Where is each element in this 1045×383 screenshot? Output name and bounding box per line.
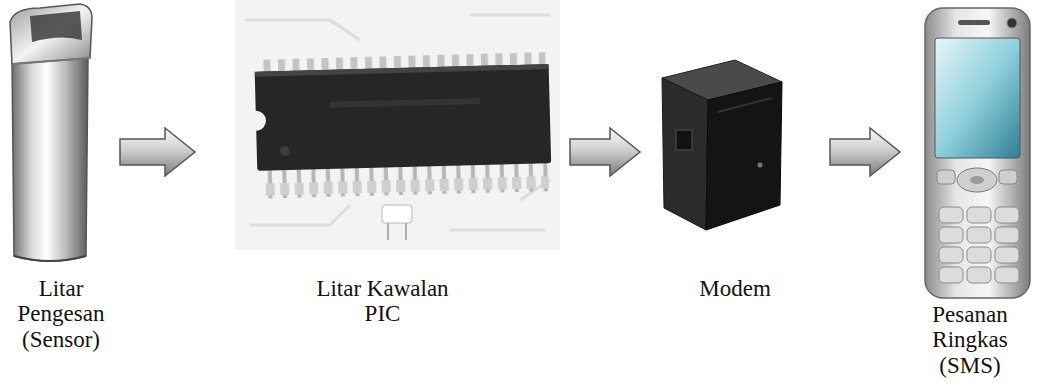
block-arrow xyxy=(830,128,900,176)
illustration-space xyxy=(640,0,830,276)
diagram-node: Pesanan Ringkas (SMS) xyxy=(900,0,1040,378)
bin-illustration xyxy=(10,4,92,261)
diagram-node: Litar Pengesan (Sensor) xyxy=(2,0,120,352)
pic-chip-illustration xyxy=(235,0,560,250)
illustration-space xyxy=(2,0,120,276)
block-arrow xyxy=(570,128,640,176)
modem-illustration xyxy=(662,60,782,230)
node-caption: Pesanan Ringkas (SMS) xyxy=(918,302,1023,378)
node-caption: Modem xyxy=(650,276,820,301)
block-arrow xyxy=(120,128,195,176)
node-caption: Litar Pengesan (Sensor) xyxy=(5,276,117,352)
diagram-node: Litar Kawalan PIC xyxy=(195,0,570,327)
diagram-node: Modem xyxy=(640,0,830,301)
illustration-space xyxy=(900,0,1040,302)
phone-illustration xyxy=(925,8,1030,298)
illustration-space xyxy=(195,0,570,276)
node-caption: Litar Kawalan PIC xyxy=(308,276,458,327)
